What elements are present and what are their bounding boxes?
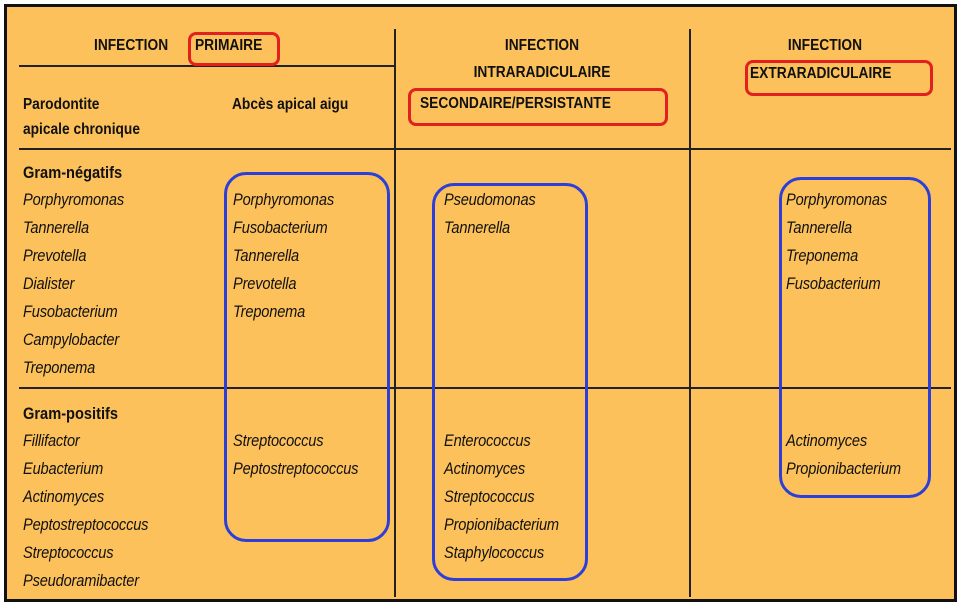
organism-item: Actinomyces xyxy=(444,459,525,478)
gram-positive-label: Gram-positifs xyxy=(23,404,119,423)
organism-item: Peptostreptococcus xyxy=(233,459,359,478)
column-divider-1 xyxy=(394,29,396,597)
gram-divider-line xyxy=(19,387,951,389)
header-bottom-line xyxy=(19,148,951,150)
organism-item: Streptococcus xyxy=(233,431,324,450)
organism-item: Pseudoramibacter xyxy=(23,571,139,590)
organism-item: Propionibacterium xyxy=(786,459,901,478)
organism-item: Treponema xyxy=(23,358,96,377)
organism-item: Treponema xyxy=(786,246,859,265)
organism-item: Fillifactor xyxy=(23,431,80,450)
organism-item: Prevotella xyxy=(233,274,297,293)
column-divider-2 xyxy=(689,29,691,597)
organism-item: Actinomyces xyxy=(786,431,867,450)
organism-item: Tannerella xyxy=(23,218,90,237)
organism-item: Enterococcus xyxy=(444,431,531,450)
organism-item: Prevotella xyxy=(23,246,87,265)
header-primary-label: INFECTION xyxy=(94,37,169,54)
extra-red-highlight xyxy=(745,60,933,96)
organism-item: Fusobacterium xyxy=(23,302,118,321)
organism-item: Treponema xyxy=(233,302,306,321)
header-extra-line1: INFECTION xyxy=(787,37,863,54)
organism-item: Actinomyces xyxy=(23,487,104,506)
gram-negative-label: Gram-négatifs xyxy=(23,163,123,182)
subheader-chronic-line2: apicale chronique xyxy=(23,121,141,138)
organism-item: Porphyromonas xyxy=(233,190,334,209)
header-extra-highlight: EXTRARADICULAIRE xyxy=(750,65,892,82)
organism-item: Tannerella xyxy=(233,246,300,265)
primary-header-underline xyxy=(19,65,394,67)
header-secondary-line2: INTRARADICULAIRE xyxy=(473,64,611,81)
organism-item: Dialister xyxy=(23,274,75,293)
secondary-blue-highlight xyxy=(432,183,588,581)
organism-item: Pseudomonas xyxy=(444,190,536,209)
acute-blue-highlight xyxy=(224,172,390,542)
organism-item: Streptococcus xyxy=(444,487,535,506)
secondary-red-highlight xyxy=(408,88,668,126)
subheader-acute: Abcès apical aigu xyxy=(232,96,349,113)
header-primary-highlight: PRIMAIRE xyxy=(195,37,263,54)
extra-blue-highlight xyxy=(779,177,931,498)
organism-item: Fusobacterium xyxy=(786,274,881,293)
organism-item: Peptostreptococcus xyxy=(23,515,149,534)
organism-item: Tannerella xyxy=(786,218,853,237)
infection-table: INFECTION PRIMAIRE INFECTION INTRARADICU… xyxy=(4,4,957,602)
organism-item: Porphyromonas xyxy=(23,190,124,209)
organism-item: Propionibacterium xyxy=(444,515,559,534)
subheader-chronic-line1: Parodontite xyxy=(23,96,100,113)
header-secondary-highlight: SECONDAIRE/PERSISTANTE xyxy=(420,95,611,112)
primary-red-highlight xyxy=(188,32,280,66)
header-secondary-line1: INFECTION xyxy=(504,37,580,54)
organism-item: Tannerella xyxy=(444,218,511,237)
organism-item: Streptococcus xyxy=(23,543,114,562)
organism-item: Porphyromonas xyxy=(786,190,887,209)
organism-item: Eubacterium xyxy=(23,459,104,478)
organism-item: Fusobacterium xyxy=(233,218,328,237)
organism-item: Staphylococcus xyxy=(444,543,545,562)
organism-item: Campylobacter xyxy=(23,330,120,349)
